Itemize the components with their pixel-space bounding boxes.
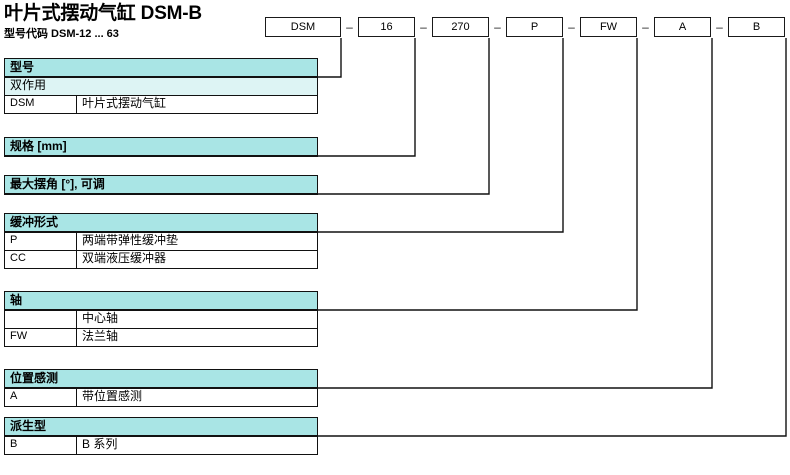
title-block: 叶片式摆动气缸 DSM-B 型号代码 DSM-12 ... 63 (4, 2, 264, 41)
leader-line-4 (318, 38, 564, 233)
order-code-box-1[interactable]: DSM (265, 17, 341, 37)
code-separator: – (568, 20, 575, 34)
order-code-value: FW (599, 20, 618, 33)
row-description: 两端带弹性缓冲垫 (82, 233, 179, 247)
row-code: P (5, 233, 77, 250)
table-row: FW 法兰轴 (4, 329, 318, 347)
page-title: 叶片式摆动气缸 DSM-B (4, 3, 202, 24)
row-description: 中心轴 (82, 311, 119, 325)
section-subheader: 双作用 (4, 78, 318, 96)
leader-line-1 (318, 38, 342, 78)
order-code-value: 16 (380, 20, 393, 33)
section-header: 型号 (4, 58, 318, 78)
section-3: 最大摆角 [°], 可调 (4, 175, 318, 195)
order-code-box-5[interactable]: FW (580, 17, 637, 37)
order-code-row: DSM – 16 – 270 – P – FW – A – B (265, 16, 785, 38)
order-code-box-6[interactable]: A (654, 17, 711, 37)
order-code-box-2[interactable]: 16 (358, 17, 415, 37)
row-description: 法兰轴 (82, 329, 119, 343)
row-code: CC (5, 251, 77, 268)
row-code: DSM (5, 96, 77, 113)
row-description: 叶片式摆动气缸 (82, 96, 167, 110)
row-code: B (5, 437, 77, 454)
table-row: 中心轴 (4, 311, 318, 329)
order-code-value: B (752, 20, 761, 33)
row-code: A (5, 389, 77, 406)
order-code-box-7[interactable]: B (728, 17, 785, 37)
section-header: 派生型 (4, 417, 318, 437)
leader-line-7 (318, 38, 787, 437)
leader-line-6 (318, 38, 713, 389)
section-header: 位置感测 (4, 369, 318, 389)
code-separator: – (716, 20, 723, 34)
order-code-box-4[interactable]: P (506, 17, 563, 37)
code-separator: – (494, 20, 501, 34)
code-separator: – (642, 20, 649, 34)
row-code (5, 311, 77, 328)
section-header: 缓冲形式 (4, 213, 318, 233)
table-row: B B 系列 (4, 437, 318, 455)
table-row: DSM 叶片式摆动气缸 (4, 96, 318, 114)
section-header: 最大摆角 [°], 可调 (4, 175, 318, 195)
section-header: 轴 (4, 291, 318, 311)
section-header: 规格 [mm] (4, 137, 318, 157)
table-row: P 两端带弹性缓冲垫 (4, 233, 318, 251)
leader-line-3 (318, 38, 490, 195)
order-code-value: DSM (290, 20, 316, 33)
order-code-value: A (678, 20, 687, 33)
order-code-value: 270 (451, 20, 470, 33)
table-row: CC 双端液压缓冲器 (4, 251, 318, 269)
leader-line-2 (318, 38, 416, 157)
order-code-box-3[interactable]: 270 (432, 17, 489, 37)
table-row: A 带位置感测 (4, 389, 318, 407)
row-code: FW (5, 329, 77, 346)
code-separator: – (420, 20, 427, 34)
page-subtitle: 型号代码 DSM-12 ... 63 (4, 28, 119, 40)
row-description: B 系列 (82, 437, 118, 451)
section-2: 规格 [mm] (4, 137, 318, 157)
order-code-value: P (530, 20, 539, 33)
row-description: 双端液压缓冲器 (82, 251, 167, 265)
section-5: 轴中心轴 FW 法兰轴 (4, 291, 318, 347)
code-separator: – (346, 20, 353, 34)
leader-line-5 (318, 38, 638, 311)
row-description: 带位置感测 (82, 389, 143, 403)
